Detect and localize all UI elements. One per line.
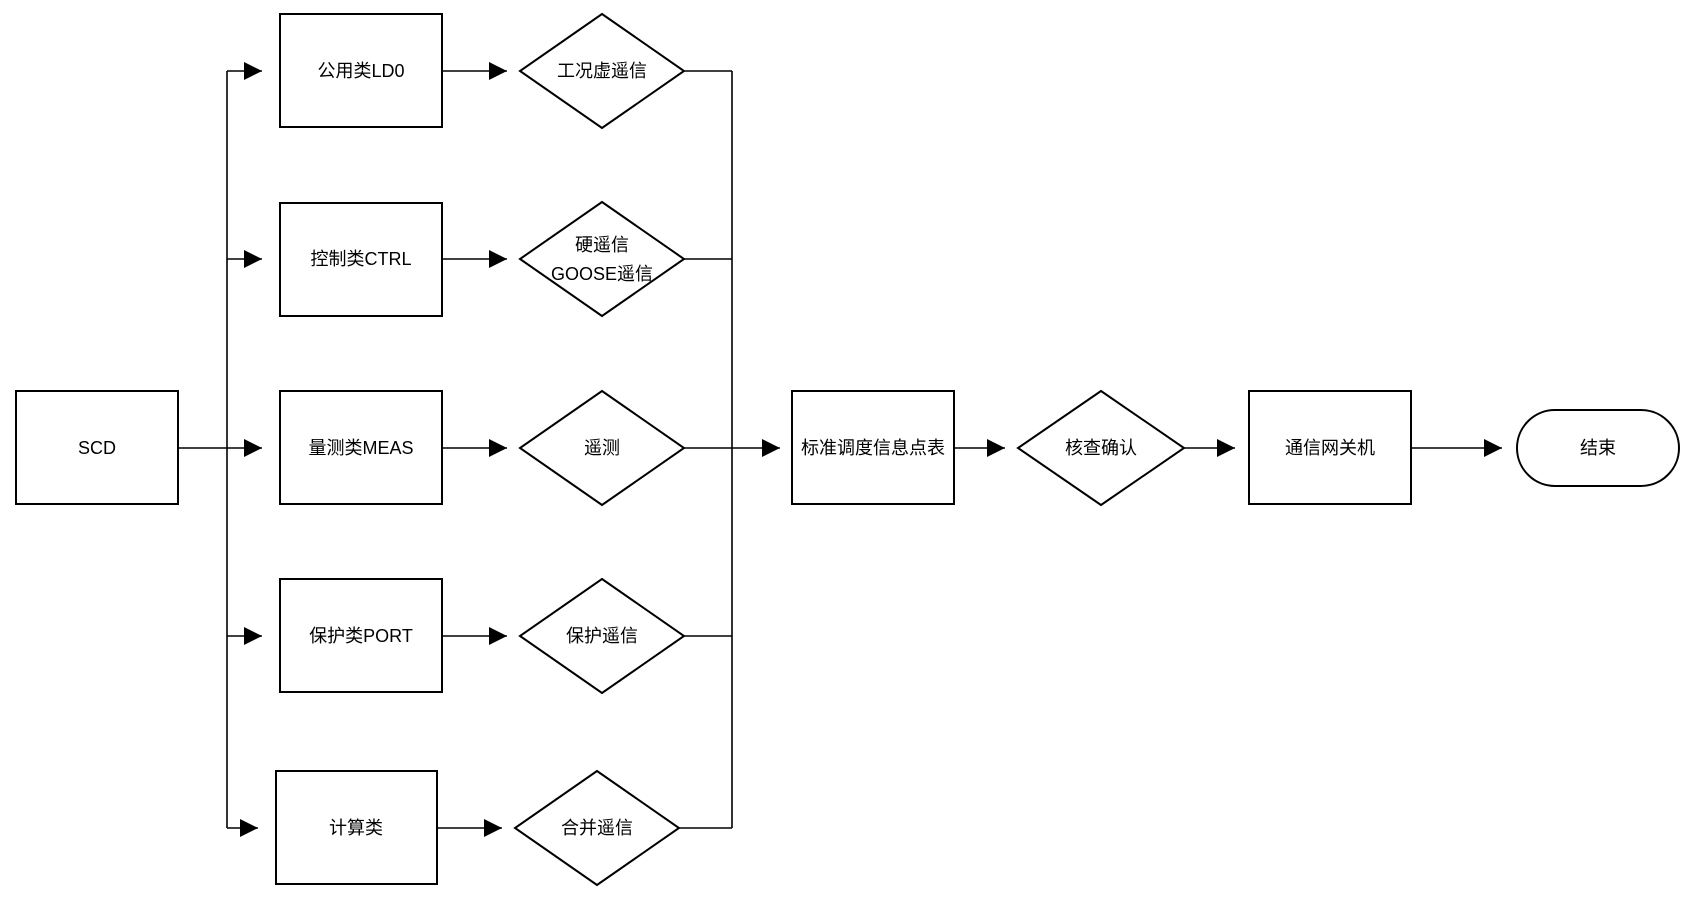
- arrowhead-virtual-signal: [489, 62, 507, 80]
- node-gateway-label: 通信网关机: [1285, 438, 1375, 458]
- arrowhead-hard-signal: [489, 250, 507, 268]
- node-control-ctrl: 控制类CTRL: [279, 202, 443, 317]
- node-calc-label: 计算类: [329, 818, 383, 838]
- node-merged-signal-label: 合并遥信: [561, 818, 633, 838]
- node-verify: 核查确认: [1016, 389, 1186, 507]
- arrowheads: [240, 62, 1502, 837]
- node-protect-port-label: 保护类PORT: [309, 626, 413, 646]
- arrowhead-protect-signal: [489, 627, 507, 645]
- node-end: 结束: [1516, 409, 1680, 487]
- node-scd: SCD: [15, 390, 179, 505]
- arrowhead-merged-signal: [484, 819, 502, 837]
- node-public-ldo-label: 公用类LD0: [317, 61, 404, 81]
- node-protect-port: 保护类PORT: [279, 578, 443, 693]
- node-verify-label: 核查确认: [1065, 438, 1137, 458]
- node-gateway: 通信网关机: [1248, 390, 1412, 505]
- arrowhead-calc: [240, 819, 258, 837]
- node-measure-meas: 量测类MEAS: [279, 390, 443, 505]
- arrowhead-measure-meas: [244, 439, 262, 457]
- arrowhead-end: [1484, 439, 1502, 457]
- node-hard-signal-label-line2: GOOSE遥信: [551, 264, 653, 284]
- node-virtual-signal: 工况虚遥信: [518, 12, 686, 130]
- node-dispatch-table-label: 标准调度信息点表: [801, 438, 945, 458]
- node-telemetry-label: 遥测: [584, 438, 620, 458]
- arrowhead-public-ldo: [244, 62, 262, 80]
- node-public-ldo: 公用类LD0: [279, 13, 443, 128]
- arrowhead-dispatch-table: [762, 439, 780, 457]
- node-calc: 计算类: [275, 770, 438, 885]
- node-virtual-signal-label: 工况虚遥信: [557, 61, 647, 81]
- arrowhead-verify: [987, 439, 1005, 457]
- arrowhead-control-ctrl: [244, 250, 262, 268]
- node-dispatch-table: 标准调度信息点表: [791, 390, 955, 505]
- arrowhead-telemetry: [489, 439, 507, 457]
- node-protect-signal-label: 保护遥信: [566, 626, 638, 646]
- arrowhead-protect-port: [244, 627, 262, 645]
- node-merged-signal: 合并遥信: [513, 769, 681, 887]
- node-hard-signal-label-line1: 硬遥信: [575, 235, 629, 255]
- node-protect-signal: 保护遥信: [518, 577, 686, 695]
- arrowhead-gateway: [1217, 439, 1235, 457]
- node-end-label: 结束: [1580, 438, 1616, 458]
- node-control-ctrl-label: 控制类CTRL: [310, 249, 411, 269]
- node-measure-meas-label: 量测类MEAS: [308, 438, 413, 458]
- node-scd-label: SCD: [78, 438, 116, 458]
- node-hard-signal: 硬遥信 GOOSE遥信: [518, 200, 686, 318]
- node-telemetry: 遥测: [518, 389, 686, 507]
